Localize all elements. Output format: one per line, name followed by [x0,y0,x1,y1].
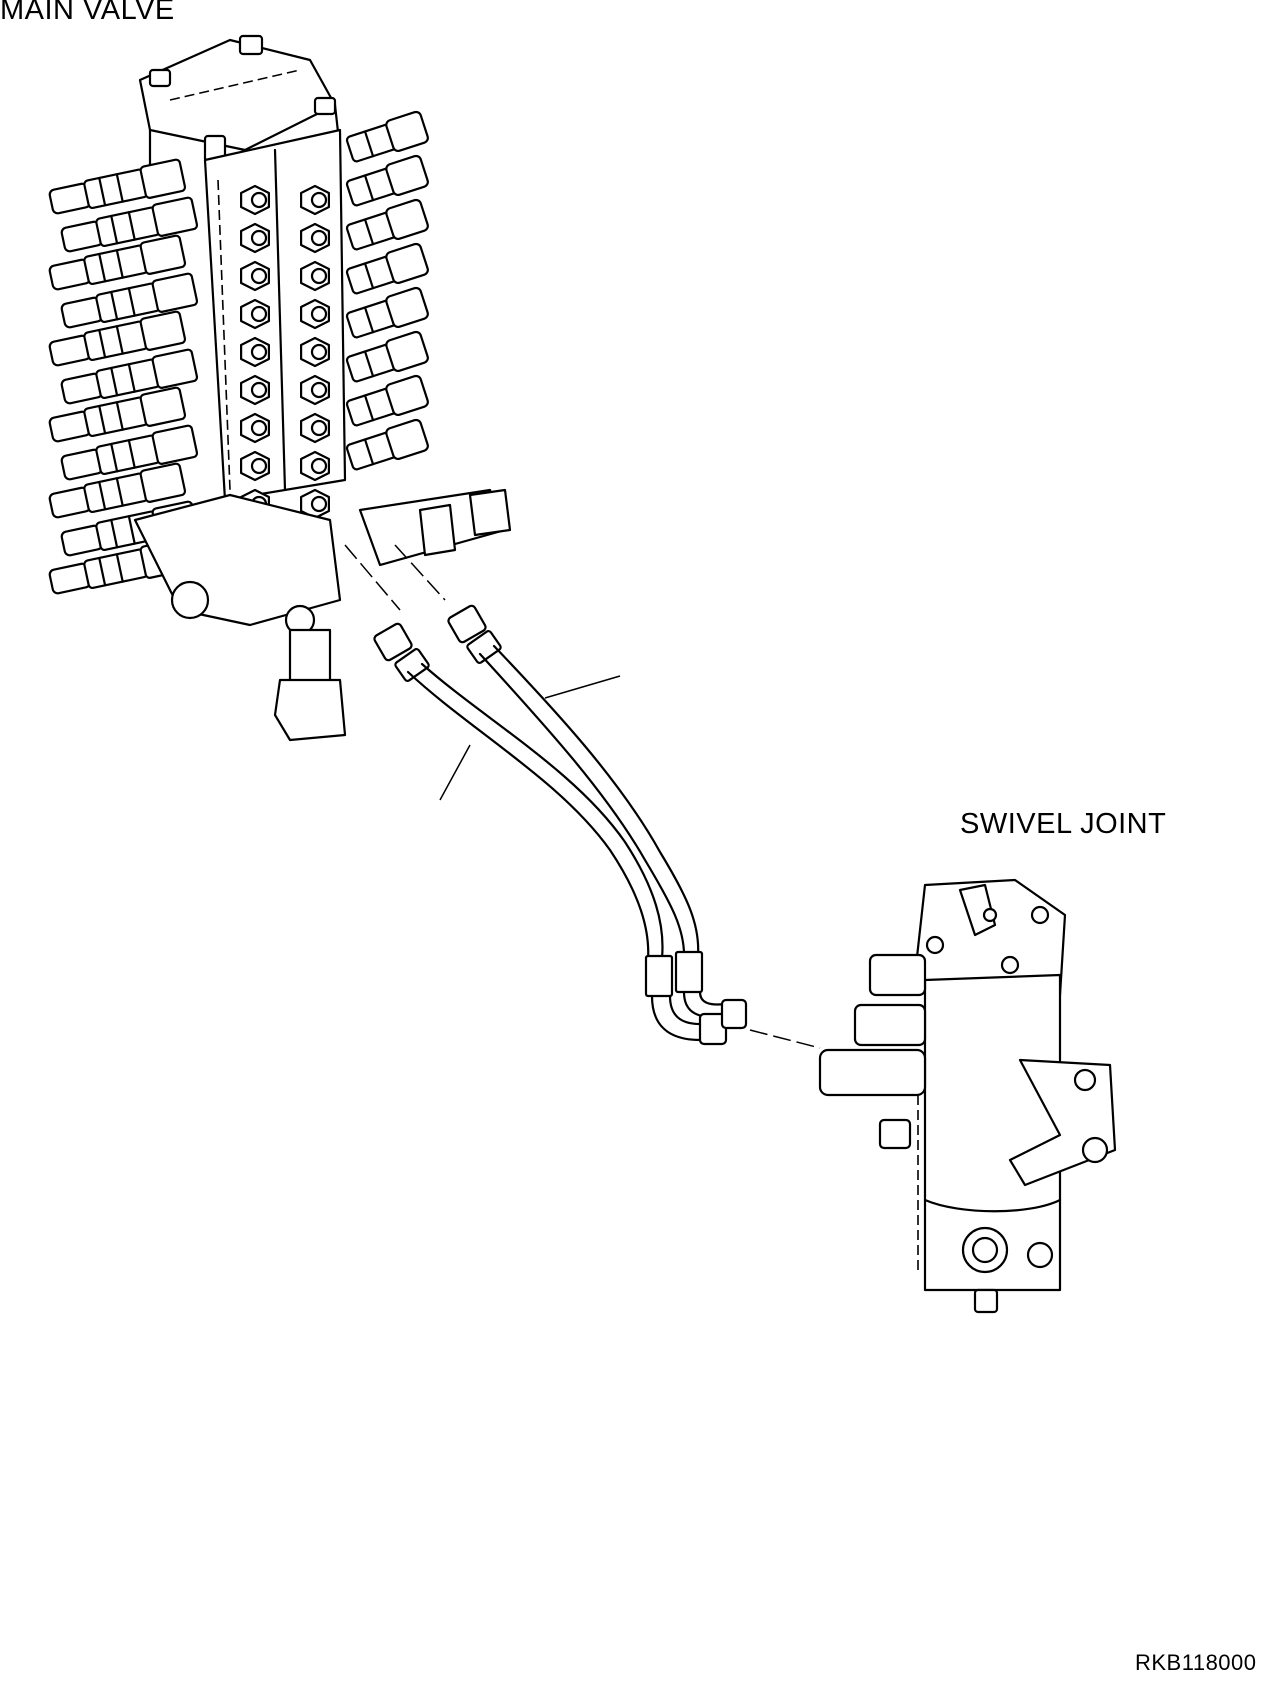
main-valve-label: MAIN VALVE [0,0,175,26]
swivel-joint-label: SWIVEL JOINT [960,808,1167,840]
hex-fitting [240,260,270,292]
valve-fitting [345,418,429,471]
valve-fitting [48,386,187,443]
hex-fitting [300,260,330,292]
valve-fitting [345,198,429,251]
valve-fitting [345,110,429,163]
hex-fitting [240,450,270,482]
valve-fitting [345,330,429,383]
main-valve-assembly [48,34,512,742]
hex-fitting [240,412,270,444]
hex-fitting [240,298,270,330]
hex-fitting [300,298,330,330]
hex-fitting [300,412,330,444]
valve-fitting [345,374,429,427]
swivel-joint-assembly [818,878,1117,1314]
hex-fitting [300,374,330,406]
hex-fitting [300,184,330,216]
hose-assembly [344,544,821,1049]
hex-fitting [300,222,330,254]
valve-fitting [345,286,429,339]
hex-fitting [300,336,330,368]
valve-fitting [60,424,199,481]
valve-fitting [48,234,187,291]
hex-fitting [240,336,270,368]
hex-fitting [240,222,270,254]
valve-fitting [48,310,187,367]
valve-fitting [60,348,199,405]
valve-fitting [48,462,187,519]
valve-fitting [345,242,429,295]
hex-fitting [300,450,330,482]
hex-fitting [240,374,270,406]
valve-fitting [345,154,429,207]
valve-fitting [60,272,199,329]
valve-fitting [48,158,187,215]
hex-fitting [240,184,270,216]
valve-fitting [60,196,199,253]
drawing-code-label: RKB118000 [1135,1650,1257,1675]
